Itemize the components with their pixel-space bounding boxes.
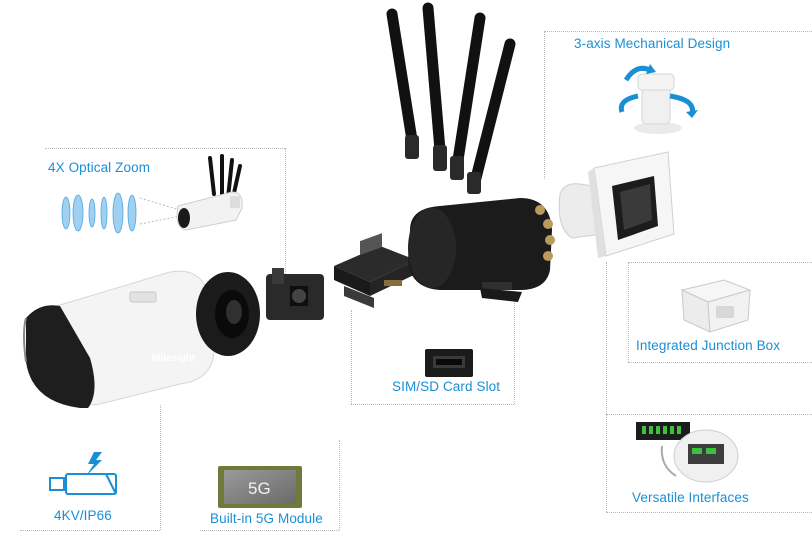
rotation-arrows-icon — [618, 64, 698, 134]
leader-line — [351, 404, 514, 405]
leader-line — [339, 440, 340, 530]
lens-elements-icon — [61, 192, 137, 234]
camera-black-body — [408, 198, 555, 290]
5g-chip-icon: 5G — [218, 466, 302, 508]
junction-feature-label: Integrated Junction Box — [636, 338, 781, 353]
leader-line — [628, 362, 812, 363]
brand-logo: Milesight — [152, 353, 196, 364]
leader-line — [45, 148, 285, 149]
leader-line — [160, 405, 161, 530]
leader-line — [20, 530, 160, 531]
protection-feature-label: 4KV/IP66 — [54, 508, 112, 523]
leader-line — [544, 31, 545, 179]
leader-line — [628, 262, 812, 263]
leader-line — [200, 530, 339, 531]
junction-box-icon — [680, 279, 752, 333]
zoom-feature-label: 4X Optical Zoom — [48, 160, 151, 175]
circuit-board — [334, 233, 416, 308]
lightning-camera-icon — [49, 452, 117, 495]
leader-line — [514, 300, 515, 404]
connector-board-icon — [636, 422, 739, 483]
lens-module — [266, 268, 324, 320]
antenna-group — [386, 2, 516, 194]
module-feature-label: Built-in 5G Module — [210, 511, 323, 526]
zoom-camera-thumbnail — [139, 154, 243, 231]
axis-feature-label: 3-axis Mechanical Design — [574, 36, 731, 51]
leader-line — [285, 148, 286, 276]
leader-line — [628, 262, 629, 362]
leader-line — [606, 512, 812, 513]
lens-ring — [196, 272, 260, 356]
mount-bracket — [558, 151, 675, 258]
chip-label: 5G — [248, 479, 271, 498]
leader-line — [606, 414, 812, 415]
interfaces-feature-label: Versatile Interfaces — [632, 490, 749, 505]
leader-line — [351, 310, 352, 404]
card-cover-part — [480, 288, 522, 302]
camera-white-housing: Milesight — [23, 270, 215, 408]
card-slot-icon — [425, 349, 473, 377]
leader-line — [544, 31, 812, 32]
sim-feature-label: SIM/SD Card Slot — [392, 379, 501, 394]
leader-line — [606, 262, 607, 512]
